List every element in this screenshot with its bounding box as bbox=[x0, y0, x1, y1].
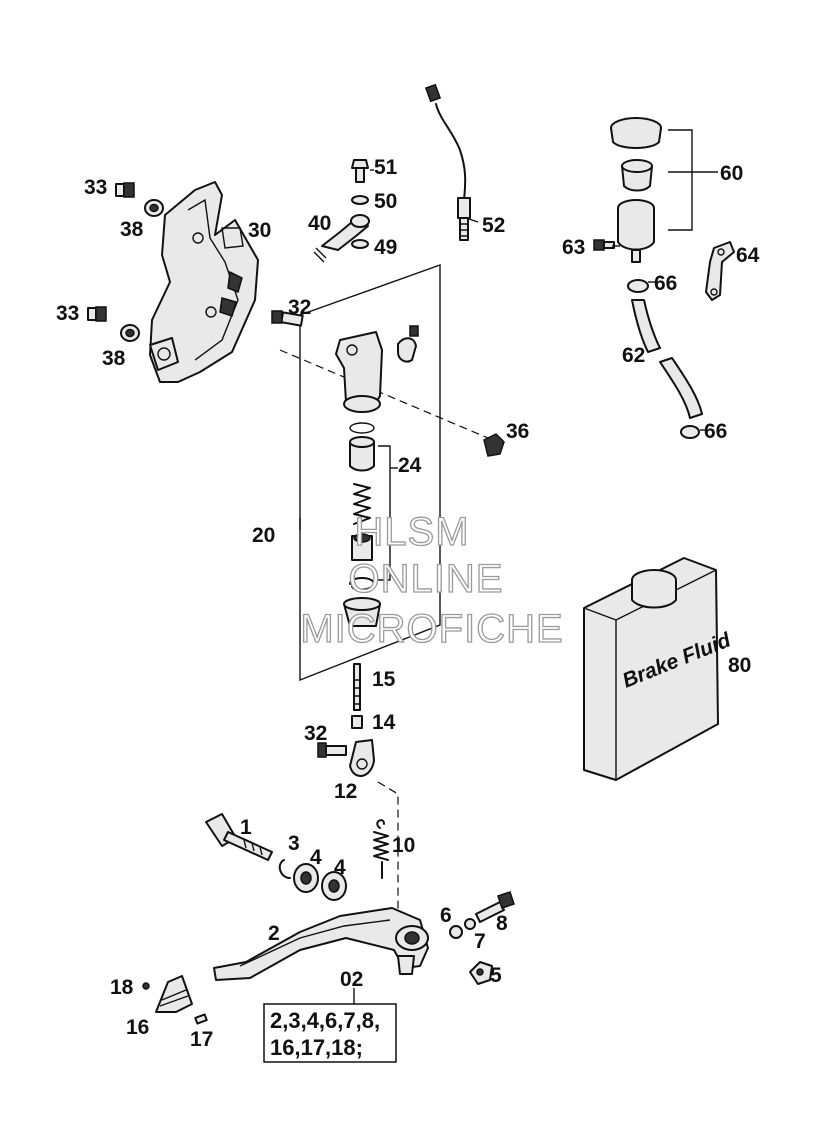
callout-12: 12 bbox=[334, 780, 357, 803]
nut-38-upper bbox=[144, 199, 164, 217]
brake-pedal bbox=[213, 907, 429, 981]
kit-contents-line-2: 16,17,18; bbox=[270, 1035, 363, 1060]
brake-fluid-can: Brake Fluid bbox=[583, 557, 735, 781]
callout-15: 15 bbox=[372, 668, 396, 691]
callout-1: 1 bbox=[240, 816, 252, 839]
bolt-33-lower bbox=[87, 306, 107, 322]
callout-32-upper: 32 bbox=[288, 296, 311, 319]
callout-51: 51 bbox=[374, 156, 398, 179]
callout-24: 24 bbox=[398, 454, 422, 477]
callout-38-upper: 38 bbox=[120, 218, 144, 241]
callout-63: 63 bbox=[562, 236, 585, 259]
callout-02: 02 bbox=[340, 968, 363, 991]
pivot-group bbox=[205, 813, 347, 901]
callout-50: 50 bbox=[374, 190, 397, 213]
callout-7: 7 bbox=[474, 930, 486, 953]
callout-38-lower: 38 bbox=[102, 347, 126, 370]
callout-2: 2 bbox=[268, 922, 280, 945]
callout-6: 6 bbox=[440, 904, 452, 927]
heel-guard-group bbox=[87, 181, 259, 383]
watermark-line-1: HLSM bbox=[354, 510, 469, 554]
push-rod-group bbox=[317, 663, 399, 910]
callout-66-lower: 66 bbox=[704, 420, 727, 443]
callout-labels: 33 38 30 33 38 51 50 40 49 52 60 63 64 6… bbox=[56, 156, 760, 1051]
callout-36: 36 bbox=[506, 420, 529, 443]
reservoir-group bbox=[593, 117, 735, 439]
heel-guard-plate bbox=[149, 181, 259, 383]
brake-switch-group bbox=[424, 83, 471, 241]
watermark-line-2: ONLINE bbox=[349, 557, 504, 601]
bolt-33-upper bbox=[115, 182, 135, 198]
watermark-line-3: MICROFICHE bbox=[300, 607, 563, 651]
callout-60: 60 bbox=[720, 162, 743, 185]
leader-lines bbox=[299, 169, 706, 1004]
callout-49: 49 bbox=[374, 236, 397, 259]
callout-33-lower: 33 bbox=[56, 302, 79, 325]
pedal-tip-group bbox=[142, 975, 208, 1025]
callout-64: 64 bbox=[736, 244, 760, 267]
callout-16: 16 bbox=[126, 1016, 149, 1039]
callout-33-upper: 33 bbox=[84, 176, 107, 199]
callout-62: 62 bbox=[622, 344, 645, 367]
callout-8: 8 bbox=[496, 912, 508, 935]
callout-32-lower: 32 bbox=[304, 722, 327, 745]
callout-18: 18 bbox=[110, 976, 134, 999]
callout-66-upper: 66 bbox=[654, 272, 677, 295]
callout-40: 40 bbox=[308, 212, 331, 235]
callout-80: 80 bbox=[728, 654, 751, 677]
callout-4-right: 4 bbox=[334, 856, 346, 879]
kit-contents-line-1: 2,3,4,6,7,8, bbox=[270, 1008, 380, 1033]
callout-20: 20 bbox=[252, 524, 275, 547]
callout-17: 17 bbox=[190, 1028, 213, 1051]
brake-pedal-group bbox=[213, 891, 515, 985]
banjo-group bbox=[313, 159, 370, 263]
callout-3: 3 bbox=[288, 832, 300, 855]
kit-contents-box: 2,3,4,6,7,8, 16,17,18; bbox=[263, 1003, 397, 1063]
callout-52: 52 bbox=[482, 214, 505, 237]
watermark: HLSM ONLINE MICROFICHE bbox=[300, 509, 564, 651]
callout-5: 5 bbox=[490, 964, 502, 987]
callout-10: 10 bbox=[392, 834, 415, 857]
callout-14: 14 bbox=[372, 711, 396, 734]
callout-4-left: 4 bbox=[310, 846, 322, 869]
return-spring bbox=[373, 819, 389, 879]
callout-30: 30 bbox=[248, 219, 271, 242]
nut-38-lower bbox=[120, 324, 140, 342]
clevis bbox=[349, 739, 375, 777]
master-cylinder-kit bbox=[271, 264, 505, 682]
